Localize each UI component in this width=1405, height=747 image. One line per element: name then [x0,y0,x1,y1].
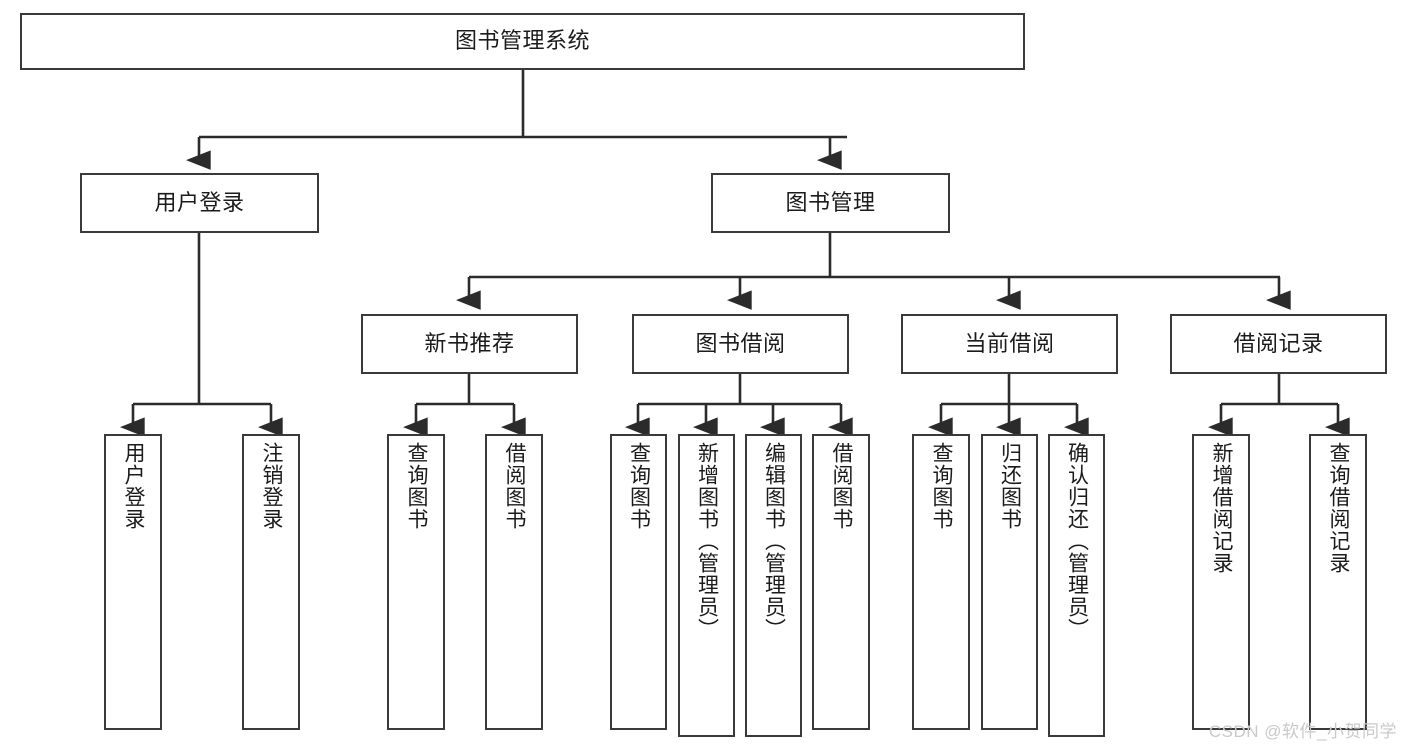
node-leaf-user-login[interactable]: 用户登录 [104,434,162,730]
node-label: 查询借阅记录 [1327,442,1351,574]
node-label: 编辑图书（管理员） [762,442,786,640]
node-label: 图书管理系统 [454,28,590,54]
node-new-book-recommend[interactable]: 新书推荐 [361,314,578,374]
node-label: 新增借阅记录 [1210,442,1234,574]
node-leaf-query-book-borrow[interactable]: 查询图书 [610,434,667,730]
node-label: 图书借阅 [695,330,786,356]
node-label: 借阅图书 [830,442,854,530]
node-book-management[interactable]: 图书管理 [711,173,950,233]
node-label: 用户登录 [154,189,245,215]
node-label: 查询图书 [930,442,954,530]
node-leaf-query-borrow-record[interactable]: 查询借阅记录 [1309,434,1367,730]
node-label: 用户登录 [122,442,146,530]
node-leaf-user-logout[interactable]: 注销登录 [242,434,300,730]
node-leaf-return-book[interactable]: 归还图书 [981,434,1038,730]
node-leaf-confirm-return-admin[interactable]: 确认归还（管理员） [1048,434,1105,737]
node-leaf-add-book-admin[interactable]: 新增图书（管理员） [678,434,735,737]
node-borrow-record[interactable]: 借阅记录 [1170,314,1387,374]
node-label: 注销登录 [260,442,284,530]
node-book-borrow[interactable]: 图书借阅 [632,314,849,374]
node-label: 查询图书 [405,442,429,530]
node-label: 查询图书 [627,442,651,530]
node-current-borrow[interactable]: 当前借阅 [901,314,1118,374]
node-label: 确认归还（管理员） [1065,442,1089,640]
node-leaf-borrow-book-borrow[interactable]: 借阅图书 [812,434,870,730]
node-leaf-edit-book-admin[interactable]: 编辑图书（管理员） [745,434,802,737]
node-leaf-borrow-book-recommend[interactable]: 借阅图书 [485,434,543,730]
node-root-book-management-system[interactable]: 图书管理系统 [20,13,1025,70]
node-label: 新增图书（管理员） [695,442,719,640]
node-user-login[interactable]: 用户登录 [80,173,319,233]
node-label: 借阅记录 [1233,330,1324,356]
node-leaf-query-book-recommend[interactable]: 查询图书 [387,434,445,730]
node-label: 新书推荐 [424,330,515,356]
csdn-watermark: CSDN @软件_小贺同学 [1208,722,1397,741]
node-label: 当前借阅 [964,330,1055,356]
node-label: 借阅图书 [503,442,527,530]
node-leaf-query-book-current[interactable]: 查询图书 [912,434,970,730]
node-label: 图书管理 [785,189,876,215]
node-leaf-add-borrow-record[interactable]: 新增借阅记录 [1192,434,1250,730]
node-label: 归还图书 [998,442,1022,530]
